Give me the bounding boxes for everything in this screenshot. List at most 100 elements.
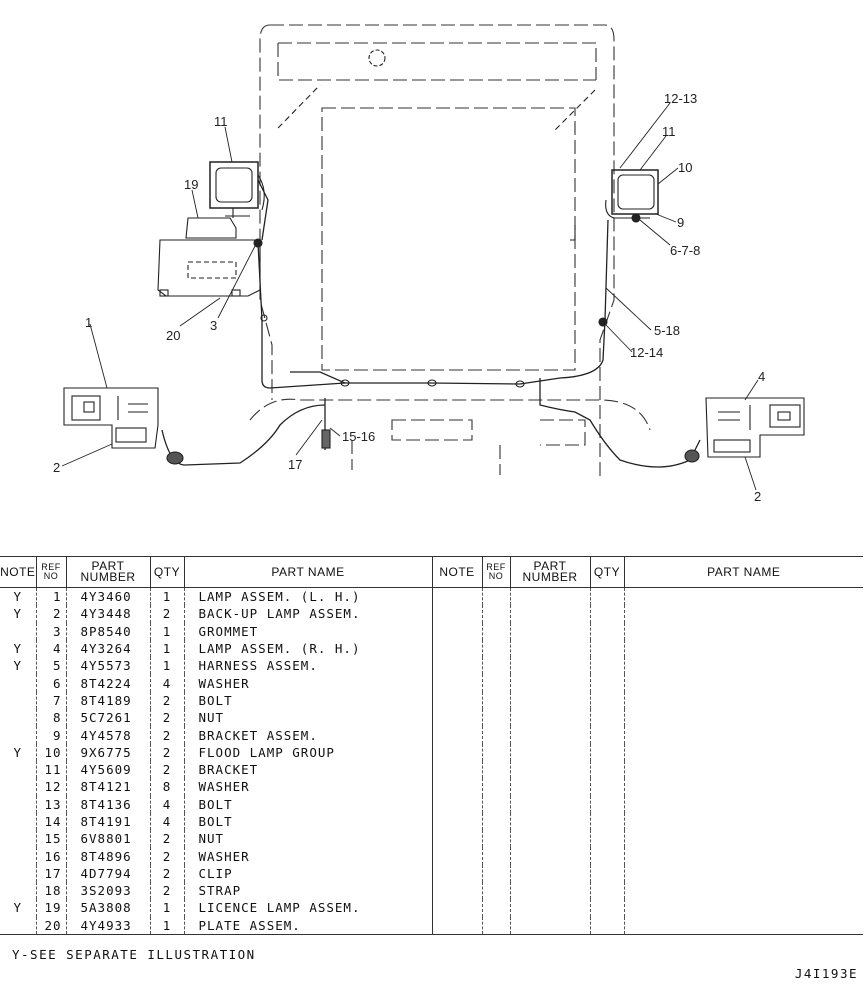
empty-cell <box>589 605 624 623</box>
empty-cell <box>481 674 510 692</box>
frame-lower <box>249 398 651 431</box>
empty-cell <box>509 882 590 900</box>
body-plate <box>321 107 576 371</box>
row-part-number: 3S2093 <box>65 882 150 900</box>
empty-cell <box>623 605 863 623</box>
row-part-name: NUT <box>183 830 432 848</box>
row-qty: 2 <box>149 830 184 848</box>
row-ref: 8 <box>35 709 66 727</box>
empty-cell <box>623 587 863 606</box>
empty-cell <box>481 795 510 813</box>
empty-cell <box>623 657 863 675</box>
row-part-name: BOLT <box>183 691 432 710</box>
row-qty: 1 <box>149 639 184 658</box>
row-ref: 15 <box>35 830 66 848</box>
empty-cell <box>623 709 863 727</box>
empty-cell <box>623 847 863 865</box>
row-qty: 2 <box>149 864 184 883</box>
callout-6-7-8: 6-7-8 <box>670 243 700 258</box>
empty-cell <box>509 847 590 865</box>
empty-cell <box>509 812 590 831</box>
callout-5-18: 5-18 <box>654 323 680 338</box>
empty-cell <box>589 760 624 779</box>
callout-12-14: 12-14 <box>630 345 663 360</box>
empty-cell <box>431 743 482 761</box>
row-note <box>0 830 36 847</box>
header-qty-2: QTY <box>589 556 624 588</box>
empty-cell <box>589 639 624 658</box>
row-part-name: WASHER <box>183 674 432 692</box>
row-qty: 8 <box>149 778 184 796</box>
empty-cell <box>509 760 590 779</box>
row-qty: 2 <box>149 691 184 710</box>
row-part-name: LICENCE LAMP ASSEM. <box>183 899 432 917</box>
row-part-name: BOLT <box>183 795 432 813</box>
row-ref: 6 <box>35 674 66 692</box>
drawing-number: J4I193E <box>794 966 858 981</box>
tail-lamp-right <box>705 397 805 458</box>
empty-cell <box>431 709 482 727</box>
row-part-number: 8P8540 <box>65 622 150 640</box>
empty-cell <box>431 847 482 865</box>
empty-cell <box>431 882 482 900</box>
row-note <box>0 916 36 935</box>
callout-10: 10 <box>678 160 692 175</box>
callout-3: 3 <box>210 318 217 333</box>
header-note: NOTE <box>0 556 36 588</box>
empty-cell <box>509 830 590 848</box>
callout-2-left: 2 <box>53 460 60 475</box>
licence-lamp <box>185 217 237 239</box>
row-part-number: 5A3808 <box>65 899 150 917</box>
empty-cell <box>623 743 863 761</box>
wiring-harness <box>161 179 701 468</box>
empty-cell <box>481 812 510 831</box>
licence-plate <box>157 239 261 297</box>
row-part-number: 8T4189 <box>65 691 150 710</box>
row-part-number: 4Y5609 <box>65 760 150 779</box>
row-qty: 1 <box>149 916 184 935</box>
row-part-name: CLIP <box>183 864 432 883</box>
footnote: Y-SEE SEPARATE ILLUSTRATION <box>12 947 256 962</box>
empty-cell <box>623 639 863 658</box>
callout-2-right: 2 <box>754 489 761 504</box>
empty-cell <box>481 709 510 727</box>
empty-cell <box>481 743 510 761</box>
row-note <box>0 726 36 743</box>
empty-cell <box>509 795 590 813</box>
empty-cell <box>431 795 482 813</box>
row-note: Y <box>13 606 23 622</box>
empty-cell <box>431 760 482 779</box>
row-ref: 13 <box>35 795 66 813</box>
empty-cell <box>509 674 590 692</box>
row-part-number: 4D7794 <box>65 864 150 883</box>
empty-cell <box>509 864 590 883</box>
callout-4: 4 <box>758 369 765 384</box>
empty-cell <box>481 622 510 640</box>
row-qty: 4 <box>149 674 184 692</box>
callout-19: 19 <box>184 177 198 192</box>
row-qty: 2 <box>149 760 184 779</box>
empty-cell <box>431 864 482 883</box>
empty-cell <box>509 691 590 710</box>
empty-cell <box>509 709 590 727</box>
row-ref: 17 <box>35 864 66 883</box>
tail-lamp-left <box>63 387 159 449</box>
row-note <box>0 674 36 691</box>
row-ref: 4 <box>35 639 66 658</box>
row-ref: 12 <box>35 778 66 796</box>
empty-cell <box>623 795 863 813</box>
empty-cell <box>509 605 590 623</box>
row-qty: 1 <box>149 622 184 640</box>
